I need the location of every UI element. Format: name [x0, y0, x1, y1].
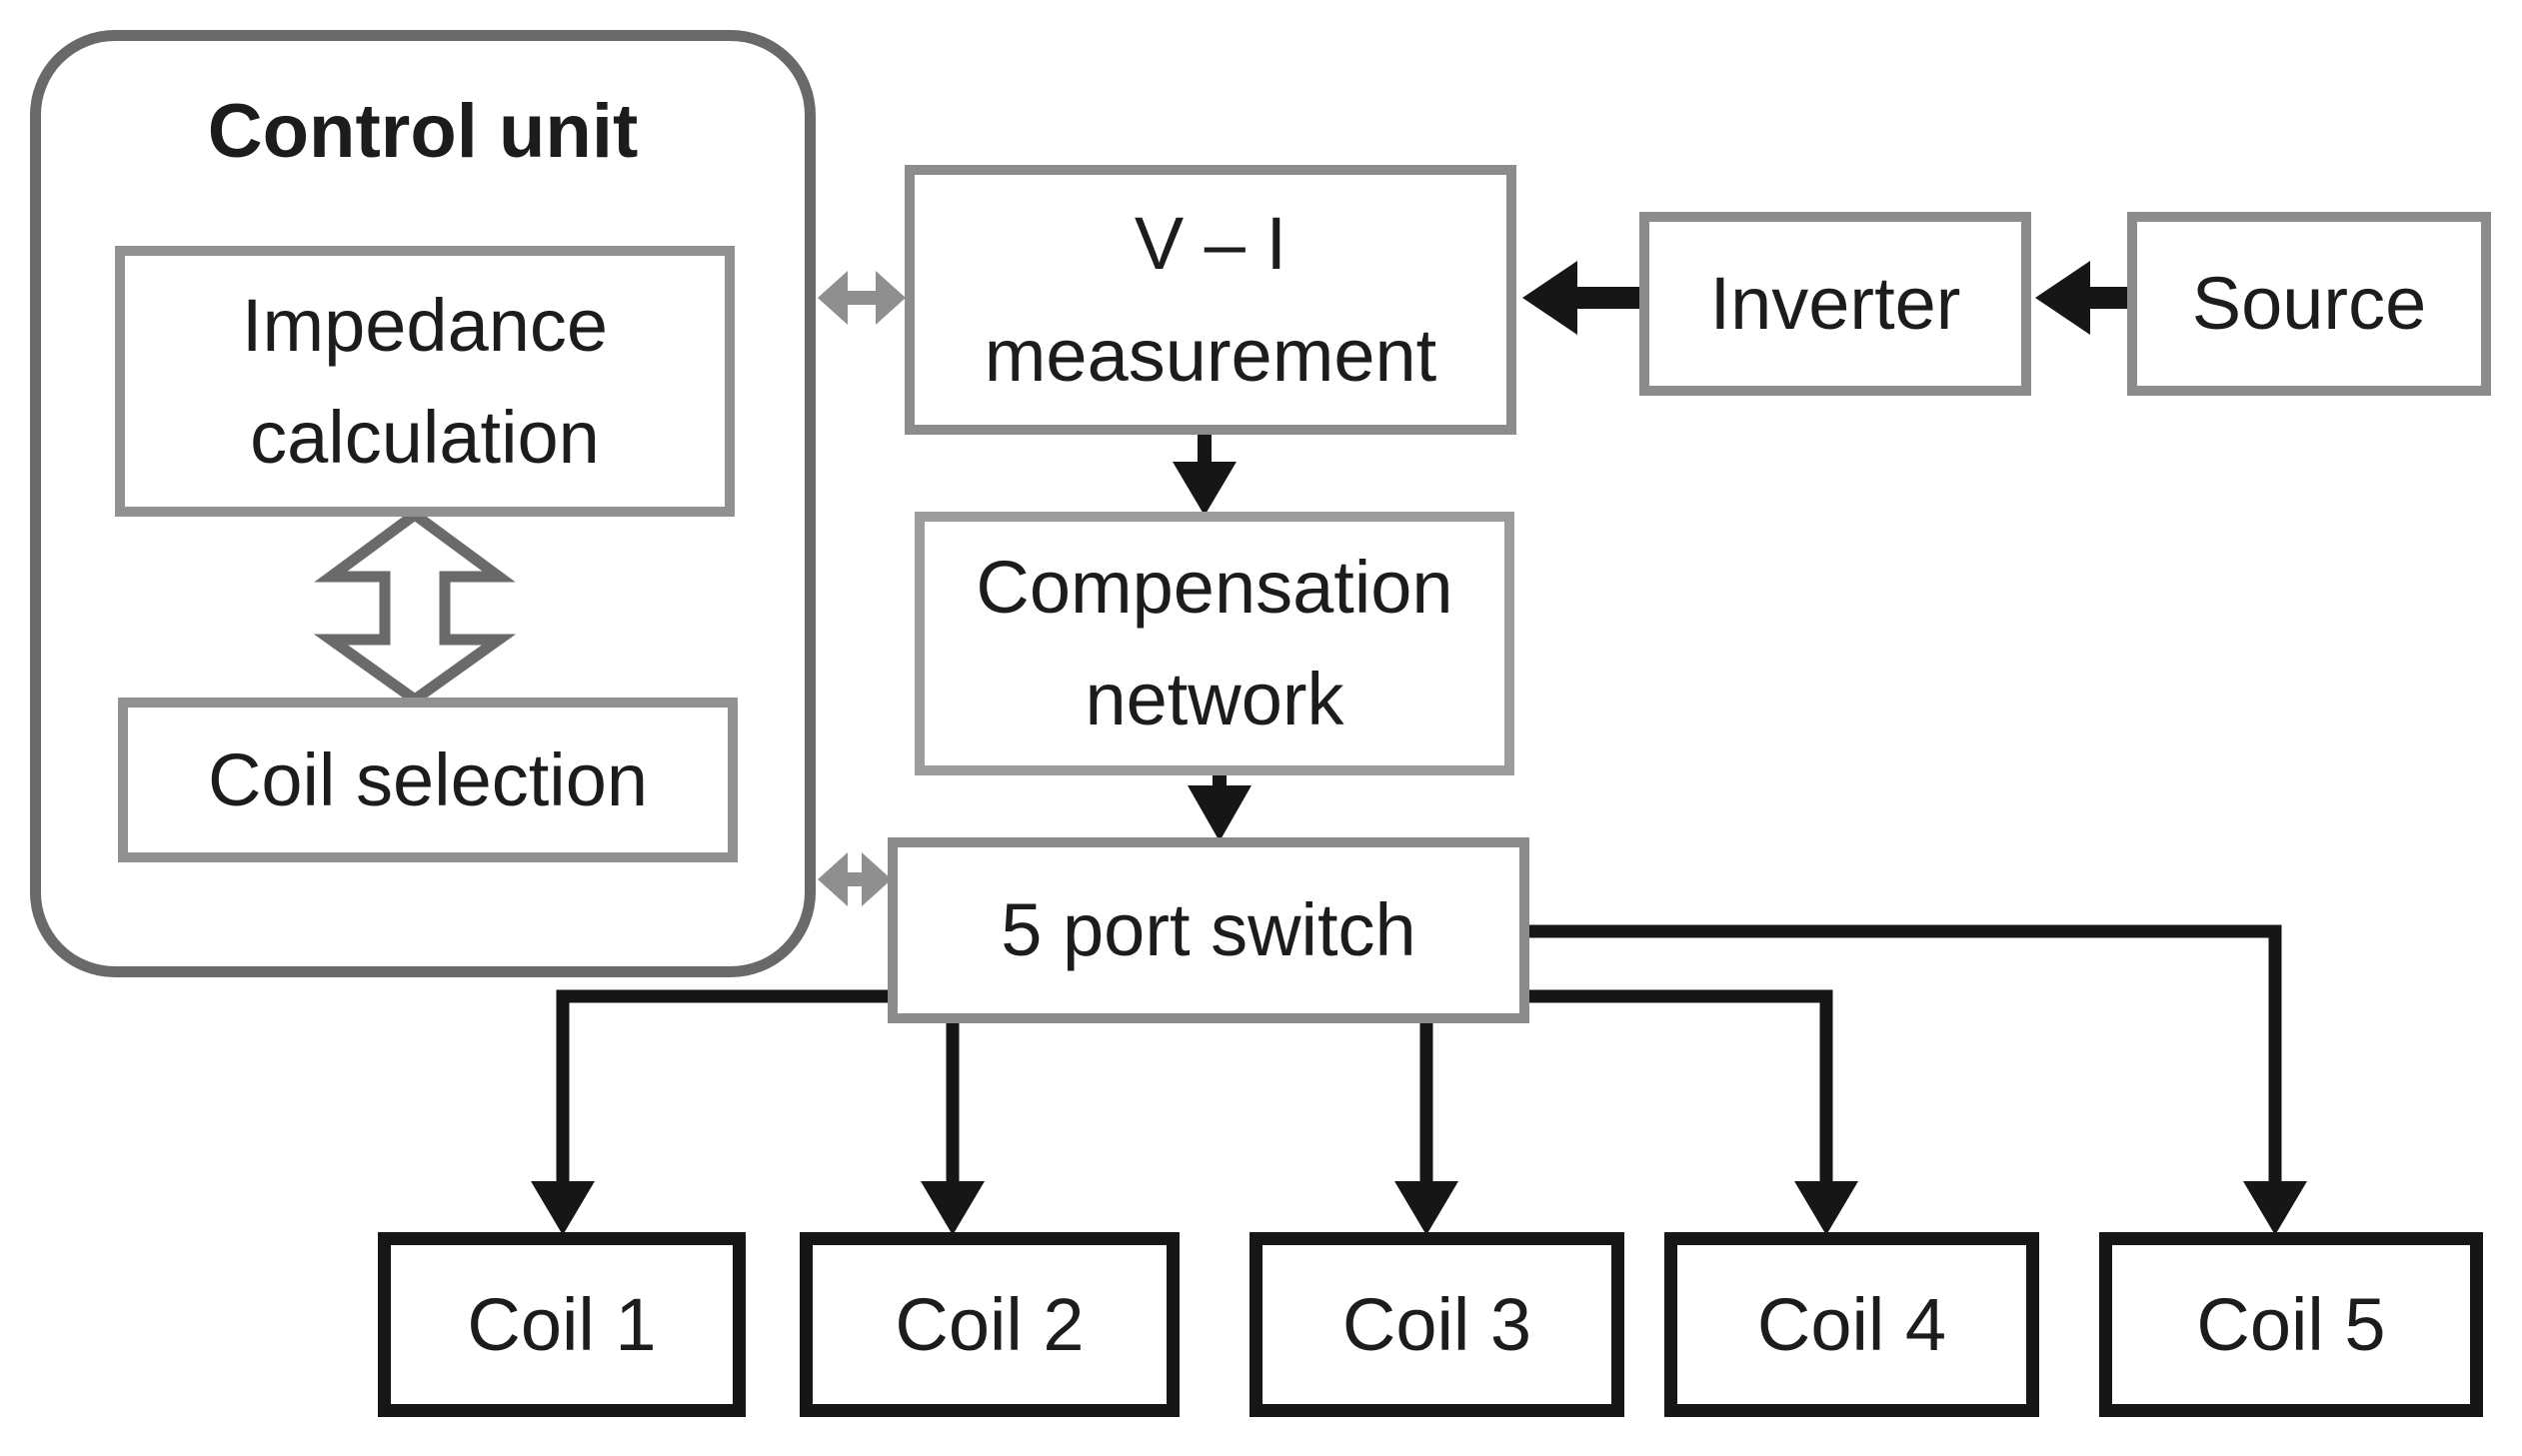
coil-5-label: Coil 5	[2196, 1282, 2386, 1366]
coil-1-label: Coil 1	[467, 1282, 657, 1366]
connector-switch-to-coil1-arrow	[531, 989, 890, 1235]
connector-switch-to-coil4-arrow	[1525, 989, 1858, 1235]
node-compensation-network: Compensation network	[915, 512, 1514, 775]
vi-measurement-label: V – I measurement	[984, 202, 1437, 397]
node-coil-1: Coil 1	[378, 1232, 746, 1417]
inverter-label: Inverter	[1709, 262, 1961, 345]
source-label: Source	[2191, 262, 2427, 345]
node-coil-selection: Coil selection	[118, 698, 738, 862]
control-unit-container	[30, 30, 816, 977]
control-unit-title: Control unit	[207, 89, 639, 174]
node-impedance-calculation: Impedance calculation	[115, 246, 735, 517]
node-vi-measurement: V – I measurement	[905, 165, 1516, 435]
node-source: Source	[2127, 212, 2491, 396]
coil-4-label: Coil 4	[1756, 1282, 1947, 1366]
connector-control-switch-double-arrow-icon	[818, 852, 892, 906]
connector-switch-to-coil3-arrow	[1394, 1017, 1458, 1235]
connector-switch-to-coil2-arrow	[921, 1017, 985, 1235]
connector-compensation-to-switch-arrow-icon	[1188, 769, 1252, 841]
coil-2-label: Coil 2	[895, 1282, 1085, 1366]
connector-inverter-to-vi-arrow-icon	[1522, 261, 1643, 335]
node-coil-3: Coil 3	[1250, 1232, 1624, 1417]
node-coil-4: Coil 4	[1664, 1232, 2039, 1417]
node-inverter: Inverter	[1639, 212, 2031, 396]
node-coil-2: Coil 2	[800, 1232, 1180, 1417]
node-5-port-switch: 5 port switch	[888, 837, 1529, 1023]
connector-control-vi-double-arrow-icon	[818, 271, 906, 325]
coil-3-label: Coil 3	[1341, 1282, 1532, 1366]
connector-source-to-inverter-arrow-icon	[2035, 261, 2131, 335]
5-port-switch-label: 5 port switch	[1001, 888, 1416, 971]
impedance-calculation-label: Impedance calculation	[241, 283, 609, 479]
compensation-network-label: Compensation network	[976, 546, 1453, 740]
node-coil-5: Coil 5	[2099, 1232, 2483, 1417]
coil-selection-label: Coil selection	[207, 737, 649, 821]
connector-switch-to-coil5-arrow	[1525, 924, 2307, 1235]
connector-vi-to-compensation-arrow-icon	[1173, 430, 1237, 516]
